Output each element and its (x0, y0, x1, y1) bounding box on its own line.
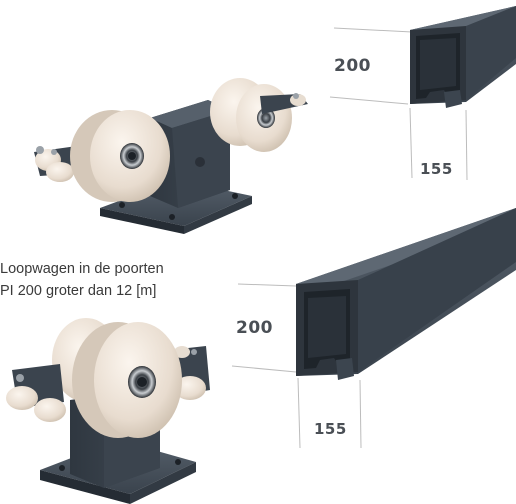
bottom-profile-height-label: 200 (236, 318, 273, 338)
caption-line-2: PI 200 groter dan 12 [m] (0, 283, 157, 299)
dim-line-top-lower (329, 96, 409, 105)
dim-line-bottom-left (297, 377, 301, 449)
top-profile-height-label: 200 (334, 56, 371, 76)
top-profile-width-label: 155 (420, 160, 453, 178)
dim-line-top-upper (333, 27, 413, 33)
c-profile-rail-bottom (231, 208, 516, 449)
roller-carriage-large-icon (6, 318, 210, 504)
bottom-profile-width-label: 155 (314, 420, 347, 438)
dim-line-top-left (409, 107, 413, 179)
dim-line-bottom-upper (237, 283, 297, 287)
caption-line-1: Loopwagen in de poorten (0, 261, 164, 277)
product-caption: Loopwagen in de poorten PI 200 groter da… (0, 258, 164, 302)
dim-line-bottom-lower (231, 365, 297, 373)
dim-line-bottom-right (359, 379, 362, 449)
roller-carriage-small-icon (34, 78, 308, 234)
c-profile-rail-top (329, 6, 516, 181)
dim-line-top-right (465, 109, 468, 181)
